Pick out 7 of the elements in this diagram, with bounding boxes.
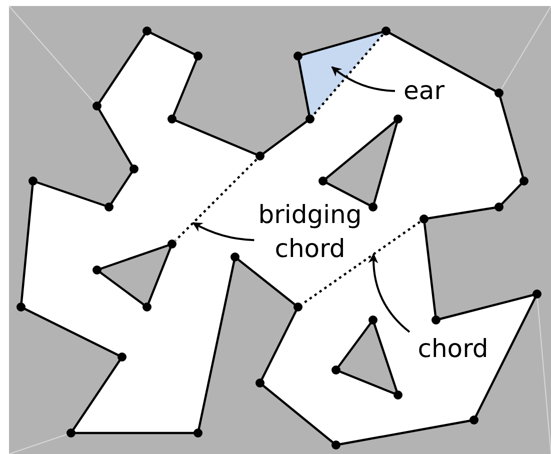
leader-line [192, 222, 254, 242]
label-text: ear [398, 74, 450, 108]
label-text: bridging chord [255, 198, 365, 266]
leader-line [331, 66, 396, 92]
leader-line [368, 253, 410, 333]
dotted-chord-line [174, 158, 258, 242]
label-text: chord [408, 332, 498, 366]
